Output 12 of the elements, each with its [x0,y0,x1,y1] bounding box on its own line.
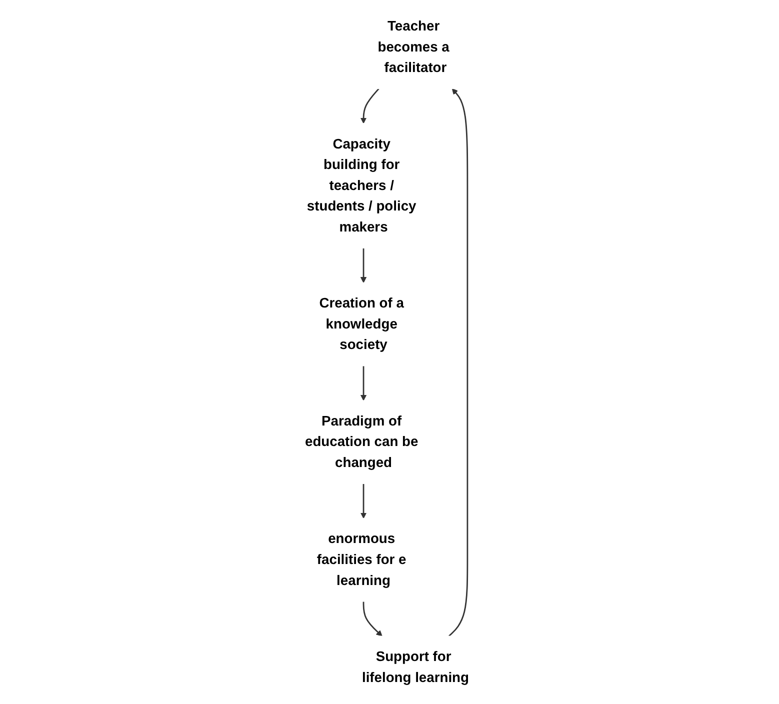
arrow [362,601,382,636]
arrow [360,248,367,283]
node-text: enormous facilities for e learning [316,531,406,588]
arrow [360,88,380,124]
node-text: Teacher becomes a facilitator [378,18,450,76]
arrow [360,366,367,401]
node-text: Support for lifelong learning [362,649,469,686]
arrow [360,484,367,519]
node-text: Creation of a knowledge society [319,296,404,353]
arrow [448,88,468,637]
node-text: Paradigm of education can be changed [304,414,418,470]
node-text: Capacity building for teachers / students / policy makers [306,136,416,235]
